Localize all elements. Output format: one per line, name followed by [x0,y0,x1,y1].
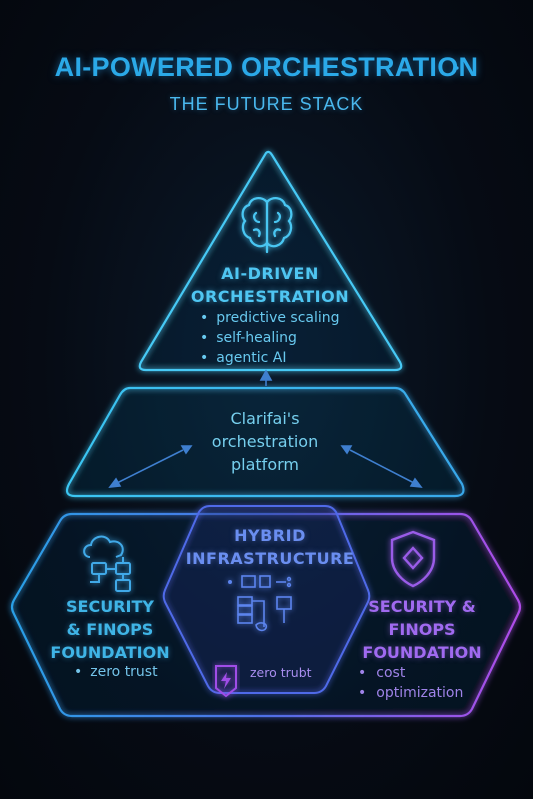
list-item: optimization [358,683,463,703]
left-base-list: zero trust [74,664,157,680]
middle-tier-text: Clarifai's orchestration platform [170,407,360,476]
right-title-line1: SECURITY & [368,597,476,616]
brain-icon [241,197,293,254]
page-subtitle: THE FUTURE STACK [169,94,364,114]
right-title-line3: FOUNDATION [362,643,482,662]
hybrid-title: HYBRID INFRASTRUCTURE [180,524,360,570]
left-title-line2: & FINOPS [66,620,154,639]
apex-title-line2: ORCHESTRATION [190,287,350,306]
list-item: predictive scaling [200,308,370,328]
list-item: zero trust [74,664,157,680]
page-title: AI-POWERED ORCHESTRATION [54,52,479,82]
right-title-line2: FINOPS [388,620,456,639]
apex-title: AI-DRIVEN ORCHESTRATION [170,262,370,308]
hybrid-title-line2: INFRASTRUCTURE [185,549,355,568]
infrastructure-icon [227,575,292,632]
middle-line1: Clarifai's [230,409,300,428]
left-title-line3: FOUNDATION [50,643,170,662]
bolt-icon [215,665,237,698]
list-item: cost [358,663,463,683]
list-item: agentic AI [200,348,370,368]
list-item: self-healing [200,328,370,348]
middle-line2: orchestration [211,432,319,451]
cloud-network-icon [83,535,131,592]
hybrid-title-line1: HYBRID [234,526,306,545]
shield-icon [390,530,436,588]
left-title-line1: SECURITY [66,597,154,616]
title-sparkle [455,66,459,70]
right-base-list: cost optimization [358,663,463,703]
flow-arrows [108,369,423,488]
right-base-title: SECURITY & FINOPS FOUNDATION [352,595,492,664]
middle-line3: platform [231,455,299,474]
hybrid-diamond [162,505,371,694]
hybrid-bottom-label: zero trubt [250,665,312,680]
middle-tier [65,386,465,498]
apex-list: predictive scaling self-healing agentic … [200,308,370,368]
apex-title-line1: AI-DRIVEN [221,264,319,283]
left-base-title: SECURITY & FINOPS FOUNDATION [40,595,180,664]
